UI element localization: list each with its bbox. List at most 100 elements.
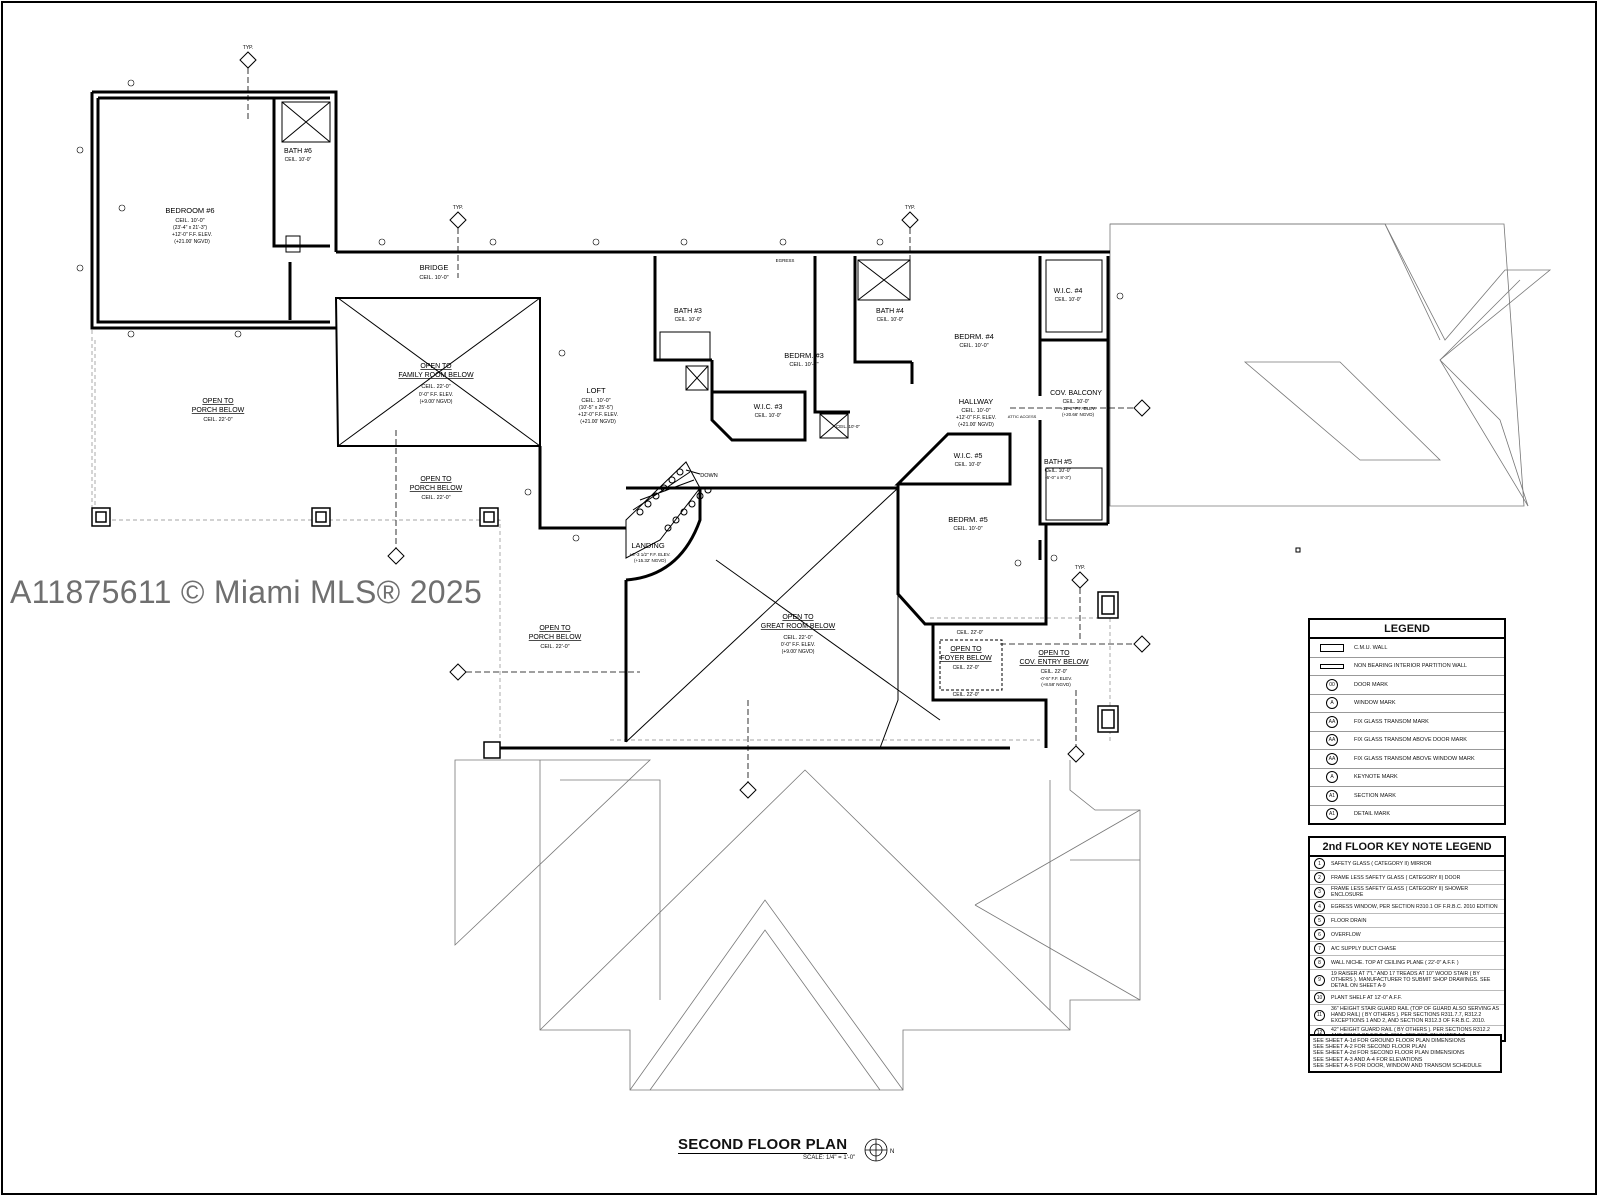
room-loft-ceil: CEIL. 10'-0" xyxy=(581,398,610,404)
keynote-text: 36" HEIGHT STAIR GUARD RAIL (TOP OF GUAR… xyxy=(1331,1006,1500,1024)
window-mark-icon: A xyxy=(1326,697,1338,710)
keynote-number: 2 xyxy=(1314,872,1325,883)
room-bedrm3-name: BEDRM. #3 xyxy=(784,351,824,360)
door-mark-icon: 00 xyxy=(1326,678,1338,691)
room-bridge-ceil: CEIL. 10'-0" xyxy=(419,275,448,281)
legend-row-text: SECTION MARK xyxy=(1354,792,1396,799)
typ-label-4: TYP. xyxy=(1075,565,1085,571)
room-porch1-open: OPEN TO xyxy=(202,398,234,405)
legend-row: AA FIX GLASS TRANSOM ABOVE DOOR MARK xyxy=(1310,732,1504,750)
room-bedrm4-name: BEDRM. #4 xyxy=(954,332,994,341)
room-balcony-ceil: CEIL. 10'-0" xyxy=(1063,399,1090,405)
room-balcony-ngvd: (+20.66' NGVD) xyxy=(1062,412,1094,417)
keynote-row: 7 A/C SUPPLY DUCT CHASE xyxy=(1310,942,1504,956)
room-bath3-ceil: CEIL. 10'-0" xyxy=(675,317,702,323)
keynote-text: FRAME LESS SAFETY GLASS ( CATEGORY II) S… xyxy=(1331,886,1469,898)
keynote-text: A/C SUPPLY DUCT CHASE xyxy=(1331,945,1397,952)
legend-row-text: WINDOW MARK xyxy=(1354,700,1396,707)
section-mark-icon: A1 xyxy=(1326,789,1338,802)
legend-row: A WINDOW MARK xyxy=(1310,695,1504,713)
room-hallway-ngvd: (+21.00' NGVD) xyxy=(958,422,994,428)
sheet-references: SEE SHEET A-1d FOR GROUND FLOOR PLAN DIM… xyxy=(1308,1034,1502,1074)
room-wic3-name: W.I.C. #3 xyxy=(754,404,783,411)
legend-row-text: DETAIL MARK xyxy=(1354,811,1391,818)
keynote-number: 7 xyxy=(1314,943,1325,954)
room-great-name: GREAT ROOM BELOW xyxy=(761,623,836,630)
room-loft-dim: (10'-5" x 25'-5") xyxy=(579,405,613,411)
room-porch3-name: PORCH BELOW xyxy=(529,634,582,641)
room-coventry-ngvd: (+8.58' NGVD) xyxy=(1041,682,1071,687)
room-bath5-dim: (6'-0" x 8'-3") xyxy=(1045,475,1071,480)
plan-marks xyxy=(76,79,1124,567)
north-arrow xyxy=(864,1138,888,1162)
closet-ceil-label: CEIL. 10'-0" xyxy=(836,424,860,429)
room-foyer-ceil-bottom: CEIL. 22'-0" xyxy=(953,692,980,698)
room-porch2-open: OPEN TO xyxy=(420,476,452,483)
room-porch3-ceil: CEIL. 22'-0" xyxy=(540,644,569,650)
legend-row: A1 SECTION MARK xyxy=(1310,787,1504,806)
typ-label-2: TYP. xyxy=(453,205,463,211)
legend-row: NON BEARING INTERIOR PARTITION WALL xyxy=(1310,658,1504,676)
legend-row: 00 DOOR MARK xyxy=(1310,676,1504,695)
room-bedroom6-elev: +12'-0" F.F. ELEV. xyxy=(172,232,212,238)
legend-row-text: FIX GLASS TRANSOM MARK xyxy=(1354,718,1429,725)
roof-bottom xyxy=(454,759,1141,1091)
keynote-number: 6 xyxy=(1314,929,1325,940)
room-bedrm4-ceil: CEIL. 10'-0" xyxy=(959,343,988,349)
room-family-open: OPEN TO xyxy=(420,363,452,370)
keynote-number: 3 xyxy=(1314,886,1325,898)
egress-label: EGRESS xyxy=(776,258,795,263)
keynote-text: OVERFLOW xyxy=(1331,931,1361,938)
room-coventry-name: COV. ENTRY BELOW xyxy=(1019,659,1089,666)
keynote-number: 11 xyxy=(1314,1009,1325,1021)
room-bedrm5-ceil: CEIL. 10'-0" xyxy=(953,526,982,532)
room-bedroom6-dim: (23'-4" x 21'-3") xyxy=(173,225,207,231)
legend-row-text: DOOR MARK xyxy=(1354,681,1388,688)
room-wic5-name: W.I.C. #5 xyxy=(954,453,983,460)
keynote-text: FLOOR DRAIN xyxy=(1331,917,1367,924)
keynote-row: 11 36" HEIGHT STAIR GUARD RAIL (TOP OF GU… xyxy=(1310,1005,1504,1026)
keynote-row: 4 EGRESS WINDOW, PER SECTION R310.1 OF F.… xyxy=(1310,900,1504,914)
room-family-ngvd: (+9.00' NGVD) xyxy=(420,399,453,405)
room-foyer-open: OPEN TO xyxy=(950,646,982,653)
room-balcony-elev: +11'-8" F.F. ELEV. xyxy=(1060,406,1096,411)
keynote-row: 3 FRAME LESS SAFETY GLASS ( CATEGORY II) … xyxy=(1310,885,1504,900)
section-markers xyxy=(239,51,1151,799)
sheet-reference: SEE SHEET A-2 FOR SECOND FLOOR PLAN xyxy=(1313,1044,1426,1051)
room-foyer-name: FOYER BELOW xyxy=(940,655,992,662)
keynote-text: EGRESS WINDOW, PER SECTION R310.1 OF F.R… xyxy=(1331,903,1498,910)
keynote-number: 8 xyxy=(1314,957,1325,968)
cmu-wall-swatch xyxy=(1320,643,1344,652)
sheet-reference: SEE SHEET A-3 AND A-4 FOR ELEVATIONS xyxy=(1313,1056,1423,1063)
legend-row-text: FIX GLASS TRANSOM ABOVE DOOR MARK xyxy=(1354,737,1467,744)
legend-row-text: FIX GLASS TRANSOM ABOVE WINDOW MARK xyxy=(1354,755,1475,762)
room-foyer-ceil: CEIL. 22'-0" xyxy=(953,665,980,671)
stair-down-label: DOWN xyxy=(700,473,717,479)
room-bath5-name: BATH #5 xyxy=(1044,459,1072,466)
room-wic5-ceil: CEIL. 10'-0" xyxy=(955,462,982,468)
room-porch3-open: OPEN TO xyxy=(539,625,571,632)
transom-door-mark-icon: AA xyxy=(1326,734,1338,747)
room-porch1-ceil: CEIL. 22'-0" xyxy=(203,417,232,423)
section-lines xyxy=(247,68,1134,782)
transom-mark-icon: AA xyxy=(1326,715,1338,728)
room-coventry-elev: -0'-5" F.F. ELEV. xyxy=(1040,676,1072,681)
room-labels: BEDROOM #6 CEIL. 10'-0" (23'-4" x 21'-3"… xyxy=(165,45,1102,698)
transom-window-mark-icon: AA xyxy=(1326,752,1338,765)
keynote-number: 4 xyxy=(1314,901,1325,912)
room-bath4-ceil: CEIL. 10'-0" xyxy=(877,317,904,323)
roof-right xyxy=(1109,223,1552,507)
keynote-text: FRAME LESS SAFETY GLASS ( CATEGORY II) D… xyxy=(1331,874,1461,881)
room-great-ceil: CEIL. 22'-0" xyxy=(783,635,812,641)
room-bath5-ceil: CEIL. 10'-0" xyxy=(1045,468,1072,474)
typ-label-3: TYP. xyxy=(905,205,915,211)
keynote-text: PLANT SHELF AT 12'-0" A.F.F. xyxy=(1331,994,1402,1001)
room-wic3-ceil: CEIL. 10'-0" xyxy=(755,413,782,419)
